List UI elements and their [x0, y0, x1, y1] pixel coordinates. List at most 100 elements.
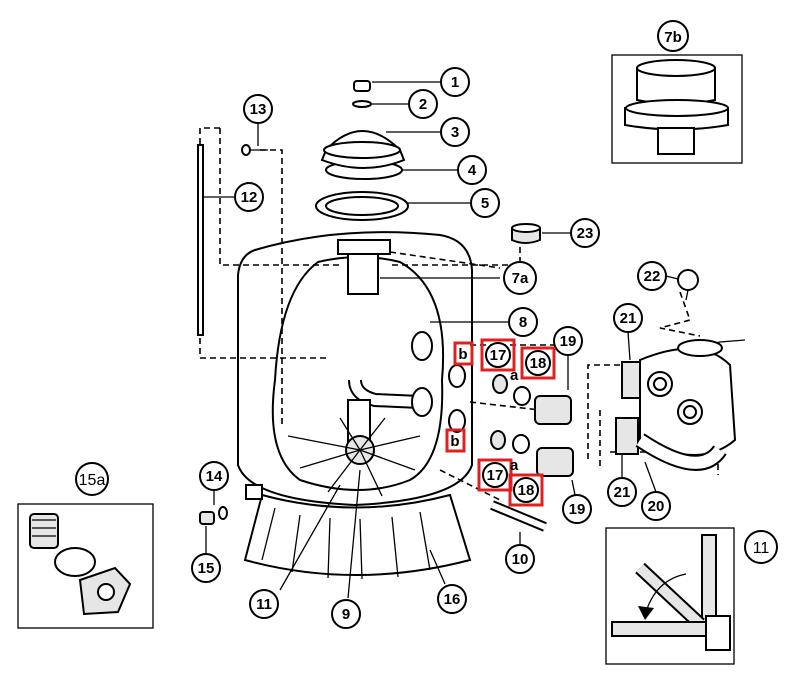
callout-12-label: 12 [241, 189, 258, 206]
union-21-lower [615, 417, 639, 455]
callout-4: 4 [457, 155, 487, 185]
laterals [287, 417, 421, 497]
callout-13-label: 13 [250, 101, 267, 118]
highlighted-parts: b 17 18 a b 17 18 a [445, 338, 556, 507]
callout-7b-label: 7b [664, 29, 682, 46]
callout-21-upper: 21 [613, 303, 643, 333]
label-a-lower: a [510, 457, 519, 474]
callout-23: 23 [570, 218, 600, 248]
callout-3-label: 3 [451, 124, 459, 141]
callout-13: 13 [243, 94, 273, 124]
filter-tank [237, 231, 473, 580]
callouts: 1 2 3 4 5 23 7a 8 13 12 14 15 11 9 16 10… [191, 67, 671, 629]
callout-16-label: 16 [444, 591, 461, 608]
inset-11-circle [744, 530, 778, 564]
leader-lines [203, 81, 679, 599]
highlight-b-lower: b [445, 428, 466, 453]
callout-8-label: 8 [519, 314, 527, 331]
callout-20-label: 20 [648, 498, 665, 515]
inset-11-label: 11 [753, 540, 770, 557]
callout-4-label: 4 [468, 162, 477, 179]
callout-18-lower-label: 18 [518, 482, 535, 499]
highlight-b-upper: b [453, 341, 474, 366]
callout-1: 1 [440, 67, 470, 97]
highlight-17-upper: 17 [480, 338, 516, 372]
callout-16: 16 [437, 584, 467, 614]
callout-5: 5 [470, 188, 500, 218]
callout-15-label: 15 [198, 560, 215, 577]
inset-15a: 15a [17, 462, 154, 629]
callout-2: 2 [408, 89, 438, 119]
highlight-18-upper: 18 [520, 346, 556, 380]
callout-18-upper-label: 18 [530, 355, 547, 372]
inset-11: 11 [605, 527, 778, 665]
o-ring-14 [218, 506, 228, 520]
callout-17-lower-label: 17 [487, 467, 504, 484]
inset-7b: 7b [611, 20, 743, 164]
callout-23-label: 23 [577, 225, 594, 242]
tank-top-assembly [315, 80, 409, 295]
upper-pipe-outlet [411, 331, 433, 361]
tank-base [243, 493, 472, 576]
label-b-lower: b [450, 433, 459, 450]
callout-10-label: 10 [512, 551, 529, 568]
callout-17-upper-label: 17 [490, 347, 507, 364]
callout-7a-label: 7a [512, 270, 529, 287]
callout-10: 10 [505, 544, 535, 574]
callout-3: 3 [440, 117, 470, 147]
callout-19-upper-label: 19 [560, 333, 577, 350]
o-ring-2 [352, 100, 372, 108]
part-10 [490, 502, 547, 530]
callout-14: 14 [199, 461, 229, 491]
rod-12 [197, 144, 204, 336]
drain-cap-thread [29, 513, 59, 549]
callout-2-label: 2 [419, 96, 427, 113]
callout-1-label: 1 [451, 74, 459, 91]
callout-15a-circle [75, 462, 109, 496]
knob-1 [353, 80, 371, 92]
callout-21-lower-label: 21 [614, 484, 631, 501]
callout-22: 22 [637, 261, 667, 291]
lateral-hub-inset [705, 615, 731, 651]
callout-14-label: 14 [206, 468, 223, 485]
callout-19-lower: 19 [562, 494, 592, 524]
lateral-angled [636, 564, 704, 628]
lower-pipe-outlet [411, 387, 433, 417]
union-19-upper [534, 395, 572, 425]
diffuser-7a [347, 253, 379, 295]
callout-12: 12 [234, 182, 264, 212]
callout-11-label: 11 [256, 596, 272, 613]
fittings [448, 364, 574, 477]
callout-21-lower: 21 [607, 477, 637, 507]
callout-20: 20 [641, 491, 671, 521]
label-a-upper: a [510, 367, 519, 384]
callout-21-upper-label: 21 [620, 310, 637, 327]
callout-7b-circle [657, 20, 689, 52]
union-19-lower [536, 447, 574, 477]
assembly-guide-lines [199, 127, 719, 501]
callout-5-label: 5 [481, 195, 489, 212]
rotation-arrow-icon [638, 606, 654, 620]
callout-22-label: 22 [644, 268, 661, 285]
callout-15: 15 [191, 553, 221, 583]
drain-plug-15 [199, 511, 215, 525]
multiport-valve [615, 269, 746, 471]
callout-11: 11 [249, 589, 279, 619]
callout-8: 8 [508, 307, 538, 337]
lateral-horizontal [611, 621, 713, 637]
callout-19-lower-label: 19 [569, 501, 586, 518]
screw-13 [241, 144, 251, 156]
label-b-upper: b [458, 346, 467, 363]
callout-9: 9 [331, 599, 361, 629]
pipe-20 [636, 435, 725, 469]
gauge-22 [677, 269, 699, 291]
callout-19-upper: 19 [553, 326, 583, 356]
highlight-17-lower: 17 [477, 458, 513, 492]
callout-9-label: 9 [342, 606, 350, 623]
highlight-18-lower: 18 [508, 473, 544, 507]
drain-o-ring [54, 547, 96, 577]
callout-7a: 7a [503, 261, 537, 295]
internal-pipes [347, 295, 433, 445]
cap-7b-stem [657, 127, 695, 155]
